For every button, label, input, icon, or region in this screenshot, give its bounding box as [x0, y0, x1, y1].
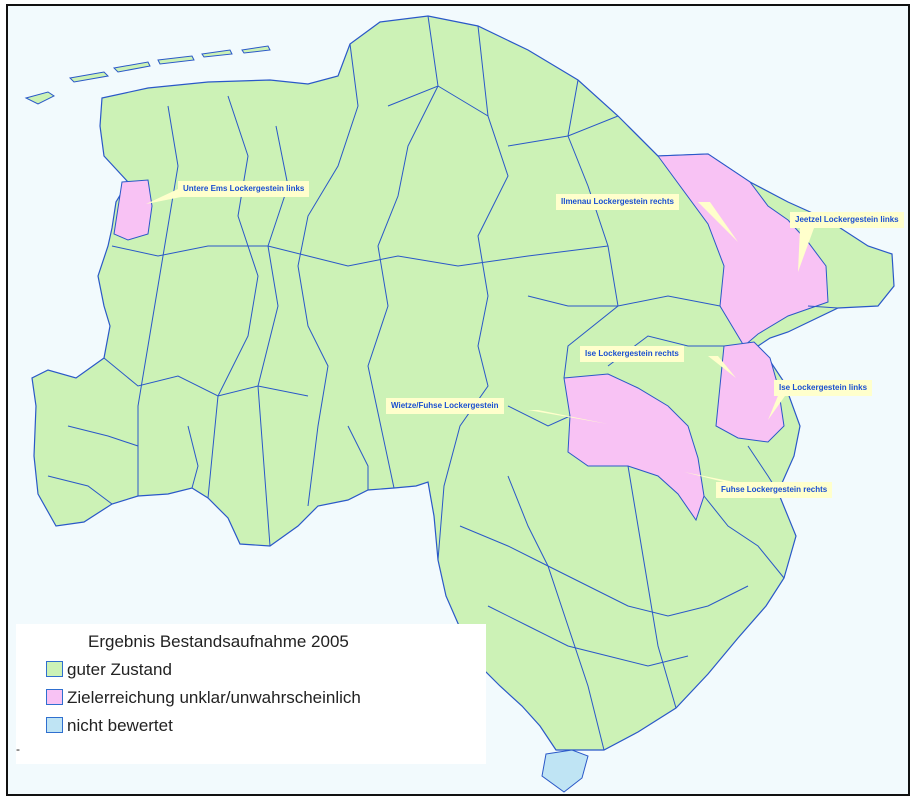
- region-not-rated: [541, 749, 589, 793]
- region-untere-ems: [113, 179, 153, 241]
- callout-ilmenau: Ilmenau Lockergestein rechts: [556, 194, 679, 210]
- map-frame: Untere Ems Lockergestein links Ilmenau L…: [6, 4, 910, 796]
- legend-title: Ergebnis Bestandsaufnahme 2005: [88, 632, 349, 651]
- legend-label-unrated: nicht bewertet: [67, 716, 173, 735]
- region-wietze-fuhse: [563, 373, 705, 522]
- legend-swatch-unrated: [46, 717, 63, 733]
- legend-swatch-good: [46, 661, 63, 677]
- callout-ise-links: Ise Lockergestein links: [774, 380, 873, 396]
- callout-untere-ems: Untere Ems Lockergestein links: [178, 181, 310, 197]
- legend-item-unrated: nicht bewertet: [46, 716, 173, 738]
- callout-wietze-fuhse: Wietze/Fuhse Lockergestein: [386, 398, 504, 414]
- legend-item-risk: Zielerreichung unklar/unwahrscheinlich: [46, 688, 361, 710]
- east-frisian-islands: [24, 45, 271, 105]
- stray-mark: -: [16, 742, 20, 756]
- region-ise: [715, 341, 785, 443]
- map-legend: Ergebnis Bestandsaufnahme 2005 guter Zus…: [16, 624, 486, 764]
- callout-ise-rechts: Ise Lockergestein rechts: [580, 346, 684, 362]
- callout-fuhse-rechts: Fuhse Lockergestein rechts: [716, 482, 833, 498]
- legend-label-risk: Zielerreichung unklar/unwahrscheinlich: [67, 688, 361, 707]
- legend-item-good: guter Zustand: [46, 660, 172, 682]
- legend-label-good: guter Zustand: [67, 660, 172, 679]
- callout-jeetzel: Jeetzel Lockergestein links: [790, 212, 904, 228]
- legend-swatch-risk: [46, 689, 63, 705]
